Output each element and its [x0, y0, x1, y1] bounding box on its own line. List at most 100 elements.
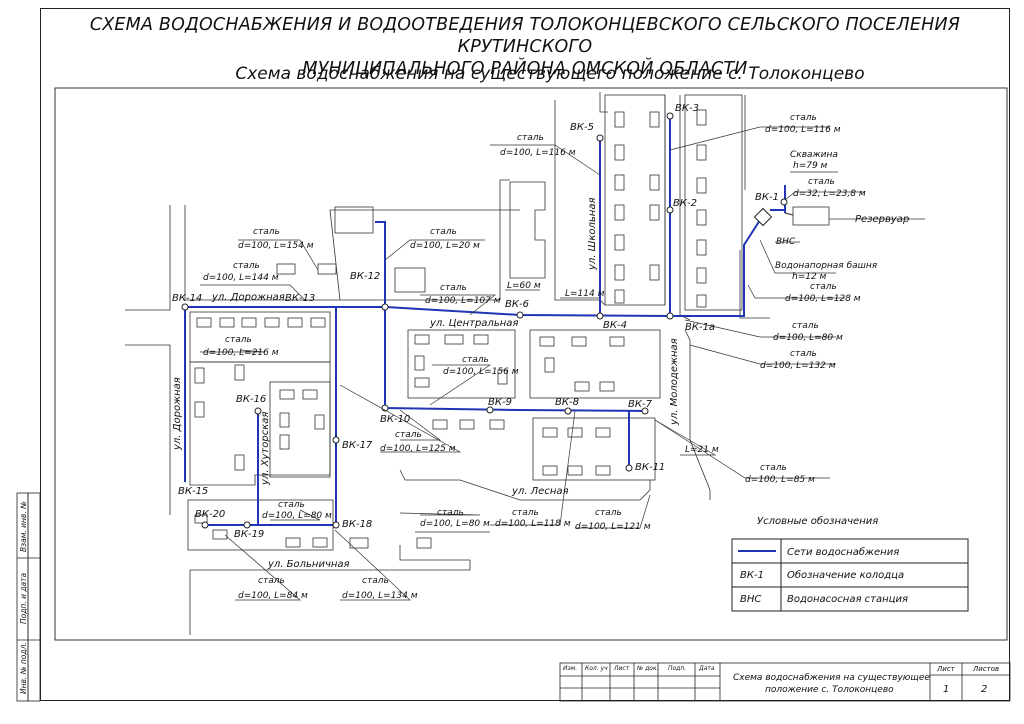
svg-text:d=100, L=156 м: d=100, L=156 м [443, 367, 519, 377]
sheet-name-1: Схема водоснабжения на существующее [733, 673, 930, 683]
label-vk13: ВК-13 [285, 293, 315, 304]
svg-text:d=100, L=80 м: d=100, L=80 м [262, 511, 332, 521]
label-vk4: ВК-4 [603, 320, 627, 331]
svg-text:сталь: сталь [440, 283, 467, 293]
drawing-title: СХЕМА ВОДОСНАБЖЕНИЯ И ВОДООТВЕДЕНИЯ ТОЛО… [40, 14, 1010, 80]
legend-row1: Сети водоснабжения [787, 546, 899, 558]
label-vk9: ВК-9 [488, 397, 512, 408]
well-vk19 [243, 521, 251, 529]
label-vk15: ВК-15 [178, 486, 208, 497]
well-vk18 [332, 521, 340, 529]
well-vk5 [596, 134, 604, 142]
svg-text:d=100, L=121 м: d=100, L=121 м [575, 522, 651, 532]
drawing-frame [40, 8, 1010, 701]
street-lesnaya: ул. Лесная [511, 486, 569, 497]
street-tsentralnaya: ул. Центральная [429, 318, 518, 329]
svg-text:сталь: сталь [278, 500, 305, 510]
well-vk1a [666, 312, 674, 320]
label-skvazhina-h: h=79 м [793, 161, 828, 171]
title-block-text: Изм. Кол. уч Лист № док. Подп. Дата Схем… [563, 665, 999, 695]
well-vk11 [625, 464, 633, 472]
well-vk6 [516, 311, 524, 319]
svg-text:сталь: сталь [362, 576, 389, 586]
street-bolnichnaya: ул. Больничная [267, 559, 350, 570]
svg-text:Изм.: Изм. [563, 665, 577, 672]
label-vk7: ВК-7 [628, 399, 653, 410]
svg-text:d=100, L=80 м: d=100, L=80 м [420, 519, 490, 529]
label-rezervuar: Резервуар [855, 214, 909, 225]
svg-text:сталь: сталь [810, 282, 837, 292]
svg-text:d=100, L=128 м: d=100, L=128 м [785, 294, 861, 304]
label-vns: ВНС [776, 237, 796, 247]
label-vk14: ВК-14 [172, 293, 202, 304]
title-line-2: МУНИЦИПАЛЬНОГО РАЙОНА ОМСКОЙ ОБЛАСТИ [302, 59, 748, 79]
stamp-inv: Инв. № подл. [19, 642, 28, 694]
svg-text:d=100, L=116 м: d=100, L=116 м [765, 125, 841, 135]
pipe-labels: сталь d=100, L=116 м сталь d=100, L=116 … [203, 113, 866, 601]
svg-text:d=100, L=132 м: d=100, L=132 м [760, 361, 836, 371]
wells [181, 112, 788, 529]
svg-text:d=32, L=23,8 м: d=32, L=23,8 м [793, 189, 866, 199]
label-vk1a: ВК-1а [685, 322, 715, 333]
label-vk18: ВК-18 [342, 519, 372, 530]
sheet-number: 1 [943, 684, 949, 695]
well-vk16 [254, 407, 262, 415]
well-vk4 [596, 312, 604, 320]
label-vk2: ВК-2 [673, 198, 697, 209]
well-vk7 [641, 407, 649, 415]
well-vk1 [780, 198, 788, 206]
svg-text:Листов: Листов [972, 665, 999, 673]
pump-station-symbol [753, 207, 794, 227]
svg-text:d=100, L=85 м: d=100, L=85 м [745, 475, 815, 485]
svg-text:d=100, L=154 м: d=100, L=154 м [238, 241, 314, 251]
well-vk12 [381, 303, 389, 311]
label-vk8: ВК-8 [555, 397, 579, 408]
label-skvazhina: Скважина [790, 150, 838, 160]
svg-text:d=100, L=84 м: d=100, L=84 м [238, 591, 308, 601]
svg-text:сталь: сталь [233, 261, 260, 271]
title-line-1: СХЕМА ВОДОСНАБЖЕНИЯ И ВОДООТВЕДЕНИЯ ТОЛО… [89, 15, 961, 57]
label-vk19: ВК-19 [234, 529, 264, 540]
street-molodezhnaya: ул. Молодежная [669, 338, 680, 426]
label-vk16: ВК-16 [236, 394, 266, 405]
sheets-count: 2 [981, 684, 987, 695]
label-vk10: ВК-10 [380, 414, 410, 425]
label-vk12: ВК-12 [350, 271, 380, 282]
well-vk17 [332, 436, 340, 444]
svg-text:сталь: сталь [395, 430, 422, 440]
label-bashnya-h: h=12 м [792, 272, 827, 282]
svg-text:сталь: сталь [512, 508, 539, 518]
svg-text:d=100, L=20 м: d=100, L=20 м [410, 241, 480, 251]
svg-text:d=100, L=118 м: d=100, L=118 м [495, 519, 571, 529]
svg-text:сталь: сталь [258, 576, 285, 586]
svg-text:d=100, L=107 м: d=100, L=107 м [425, 296, 501, 306]
label-vk3: ВК-3 [675, 103, 699, 114]
well-vk2 [666, 206, 674, 214]
svg-text:сталь: сталь [225, 335, 252, 345]
svg-text:сталь: сталь [808, 177, 835, 187]
street-dorozhnaya: ул. Дорожная [211, 292, 285, 303]
label-vk20: ВК-20 [195, 509, 225, 520]
svg-text:сталь: сталь [517, 133, 544, 143]
svg-text:L=60 м: L=60 м [507, 281, 541, 291]
label-vk11: ВК-11 [635, 462, 665, 473]
water-pipes [184, 116, 786, 526]
svg-text:№ док.: № док. [636, 665, 659, 672]
svg-text:L=21 м: L=21 м [685, 445, 719, 455]
svg-text:d=100, L=216 м: d=100, L=216 м [203, 348, 279, 358]
drawing-subtitle: Схема водоснабжения на существующего пол… [235, 64, 865, 84]
svg-text:сталь: сталь [595, 508, 622, 518]
legend-title: Условные обозначения [757, 515, 878, 527]
svg-text:сталь: сталь [790, 349, 817, 359]
svg-text:сталь: сталь [462, 355, 489, 365]
side-stamps [16, 492, 41, 702]
street-outlines [125, 92, 770, 635]
svg-text:Подп.: Подп. [668, 665, 686, 672]
stamp-podp: Подп. и дата [19, 573, 28, 624]
svg-text:сталь: сталь [792, 321, 819, 331]
well-vk8 [564, 407, 572, 415]
legend-row2: Обозначение колодца [787, 569, 904, 581]
street-khutorskaya: ул. Хуторская [260, 412, 271, 486]
svg-text:сталь: сталь [437, 508, 464, 518]
sheet-name-2: положение с. Толоконцево [765, 685, 894, 695]
